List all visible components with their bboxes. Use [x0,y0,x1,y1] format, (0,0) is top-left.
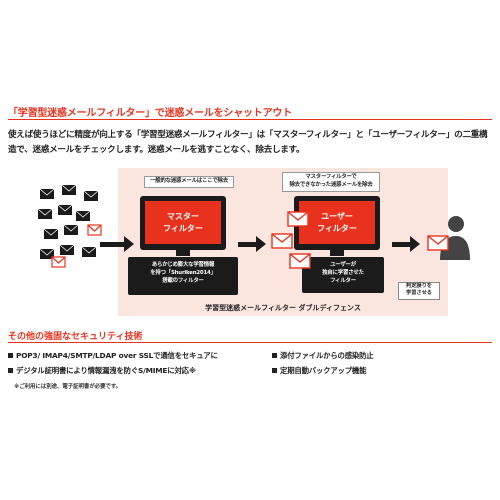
master-keyboard-line2: を持つ「Shuriken2014」 [150,270,216,276]
bullet-icon [272,368,277,373]
user-callout-line2: 除去できなかった迷惑メールを除去 [289,182,373,188]
feature-backup: 定期自動バックアップ機能 [280,366,367,375]
master-monitor: マスター フィルター [140,196,226,250]
user-callout: マスターフィルターで 除去できなかった迷惑メールを除去 [282,172,380,192]
section-heading: 「学習型迷惑メールフィルター」で迷惑メールをシャットアウト [8,108,292,119]
feature-attachment: 添付ファイルからの感染防止 [280,351,374,360]
master-screen-line2: フィルター [163,223,203,233]
envelope-icon [37,184,102,268]
learn-mistake-line1: 判定誤りを [406,283,432,289]
envelope-icon [271,211,311,269]
bullet-icon [8,368,13,373]
filtered-mail-cluster [270,210,320,274]
user-monitor-stand [330,250,344,256]
learn-mistake-note: 判定誤りを 学習させる [398,282,440,300]
feature-item: デジタル証明書により情報漏洩を防ぐS/MIMEに対応※ [8,365,196,376]
footnote: ※ご利用には別途、電子証明書が必要です。 [14,384,122,390]
master-screen: マスター フィルター [145,201,221,244]
master-keyboard: あらかじめ膨大な学習情報 を持つ「Shuriken2014」 搭載のフィルター [128,257,238,295]
learn-mistake-line2: 学習させる [406,290,432,296]
user-screen-line1: ユーザー [321,211,353,221]
bullet-icon [272,353,277,358]
user-screen: ユーザー フィルター [299,201,375,244]
arrow-right-icon [410,236,420,252]
arrow-right-icon [238,242,258,247]
master-keyboard-line1: あらかじめ膨大な学習情報 [151,262,215,268]
feature-ssl: POP3/ IMAP4/SMTP/LDAP over SSLで通信をセキュアに [16,351,218,360]
arrow-right-icon [124,236,134,252]
master-screen-line1: マスター [167,211,199,221]
arrow-right-icon [256,236,266,252]
person-icon [427,216,470,260]
user-keyboard-line2: 独自に学習させた [322,270,364,276]
feature-item: POP3/ IMAP4/SMTP/LDAP over SSLで通信をセキュアに [8,350,218,361]
heading-divider [8,119,492,120]
arrow-right-icon [392,242,412,247]
user-keyboard-line1: ユーザーが [330,262,356,268]
user-monitor: ユーザー フィルター [294,196,380,250]
master-keyboard-line3: 搭載のフィルター [162,278,204,284]
master-monitor-stand [176,250,190,256]
master-callout: 一般的な迷惑メールはここで除去 [144,176,234,188]
user-screen-line2: フィルター [317,223,357,233]
bullet-icon [8,353,13,358]
diagram-caption: 学習型迷惑メールフィルター ダブルディフェンス [205,304,361,312]
arrow-right-icon [100,242,126,247]
security-heading: その他の強固なセキュリティ技術 [8,332,143,342]
intro-text: 使えば使うほどに精度が向上する「学習型迷惑メールフィルター」は「マスターフィルタ… [8,130,488,155]
incoming-mail-cluster [37,184,102,268]
user-callout-line1: マスターフィルターで [305,174,357,180]
feature-item: 定期自動バックアップ機能 [272,365,366,376]
feature-item: 添付ファイルからの感染防止 [272,350,374,361]
feature-smime: デジタル証明書により情報漏洩を防ぐS/MIMEに対応※ [16,366,196,375]
security-divider [8,342,492,343]
user-keyboard-line3: フィルター [330,278,356,284]
recipient [426,214,470,260]
master-callout-text: 一般的な迷惑メールはここで除去 [150,178,228,184]
user-keyboard: ユーザーが 独自に学習させた フィルター [302,257,384,293]
